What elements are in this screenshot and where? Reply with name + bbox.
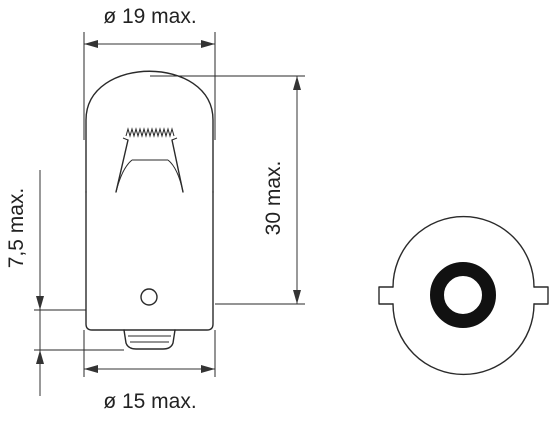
top-diameter-label: ø 19 max. [103,5,196,28]
glass-envelope [85,70,214,193]
height-label: 30 max. [262,161,285,236]
top-diameter-dimension: ø 19 max. [83,5,216,140]
bulb-bottom-view [378,215,549,376]
contact-ring [430,262,496,328]
right-bayonet-lug [533,286,549,305]
base-contact [123,329,176,350]
filament-coil [125,127,175,138]
base-height-label: 7,5 max. [5,188,28,269]
bayonet-pin [140,288,158,306]
base-outline [392,215,535,376]
height-dimension: 30 max. [150,75,305,305]
metal-base [85,191,214,331]
left-bayonet-lug [378,286,394,305]
bulb-side-view [85,70,214,350]
bottom-diameter-label: ø 15 max. [103,390,196,413]
bottom-diameter-dimension: ø 15 max. [83,330,216,413]
base-height-dimension: 7,5 max. [5,170,124,396]
